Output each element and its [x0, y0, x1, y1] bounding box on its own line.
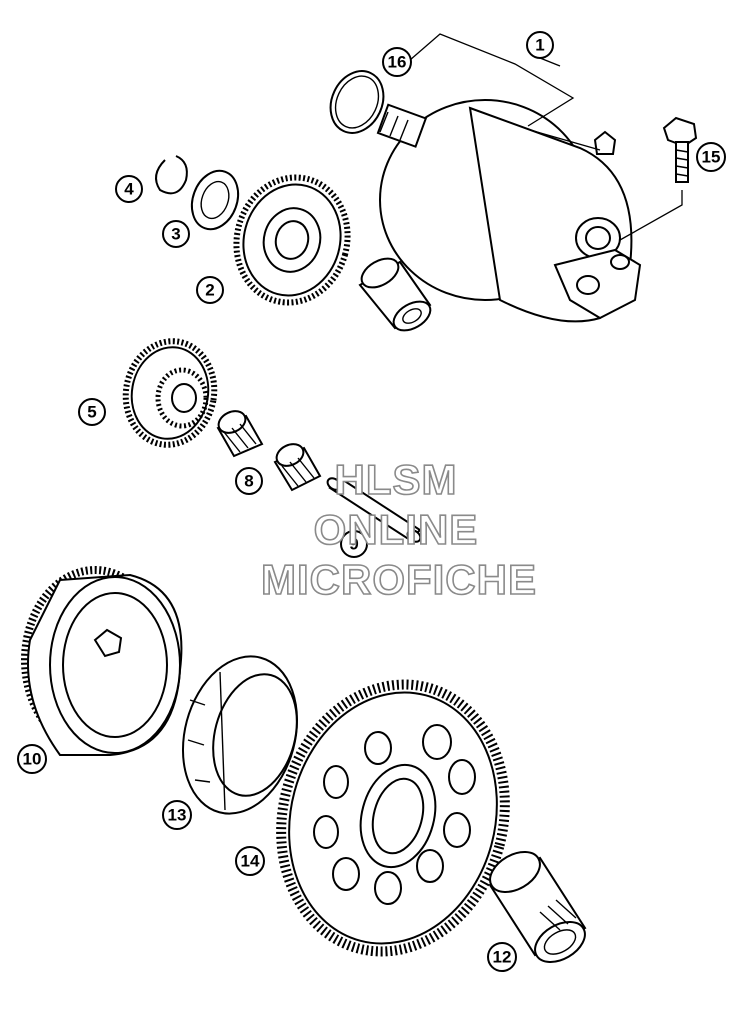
bolt	[662, 116, 698, 183]
callout-8: 8	[235, 467, 263, 495]
callout-2: 2	[196, 276, 224, 304]
svg-text:10: 10	[23, 750, 42, 769]
intermediate-gear	[233, 174, 351, 306]
svg-text:16: 16	[388, 53, 407, 72]
bushing	[358, 257, 432, 332]
svg-text:ONLINE: ONLINE	[314, 506, 479, 553]
needle-bearing	[488, 851, 587, 963]
starter-ring-gear	[276, 679, 510, 957]
svg-text:5: 5	[87, 403, 96, 422]
svg-text:9: 9	[349, 535, 358, 554]
svg-text:13: 13	[168, 806, 187, 825]
svg-text:12: 12	[493, 948, 512, 967]
svg-text:HLSM: HLSM	[335, 456, 458, 503]
callout-1: 1	[526, 31, 554, 59]
washer	[190, 169, 240, 231]
needle-bearing-pair	[216, 410, 322, 492]
callout-5: 5	[78, 398, 106, 426]
callout-16: 16	[382, 47, 412, 77]
callout-10: 10	[17, 744, 47, 774]
svg-text:15: 15	[702, 148, 721, 167]
callout-9: 9	[340, 530, 368, 558]
callout-4: 4	[115, 175, 143, 203]
callout-12: 12	[487, 942, 517, 972]
shaft-pin	[326, 476, 422, 543]
callout-14: 14	[235, 846, 265, 876]
callout-15: 15	[696, 142, 726, 172]
svg-text:8: 8	[244, 472, 253, 491]
svg-text:MICROFICHE: MICROFICHE	[261, 556, 537, 603]
circlip	[155, 155, 188, 195]
leader-lines	[409, 33, 683, 241]
watermark: HLSM ONLINE MICROFICHE	[260, 455, 537, 604]
freewheel	[181, 655, 299, 815]
svg-text:14: 14	[241, 852, 260, 871]
starter-motor	[376, 99, 642, 323]
clutch-housing	[21, 566, 183, 756]
svg-text:3: 3	[171, 225, 180, 244]
svg-text:4: 4	[124, 180, 134, 199]
callout-3: 3	[162, 220, 190, 248]
double-gear	[122, 338, 218, 448]
callout-13: 13	[162, 800, 192, 830]
svg-text:2: 2	[205, 281, 214, 300]
svg-text:1: 1	[535, 36, 544, 55]
